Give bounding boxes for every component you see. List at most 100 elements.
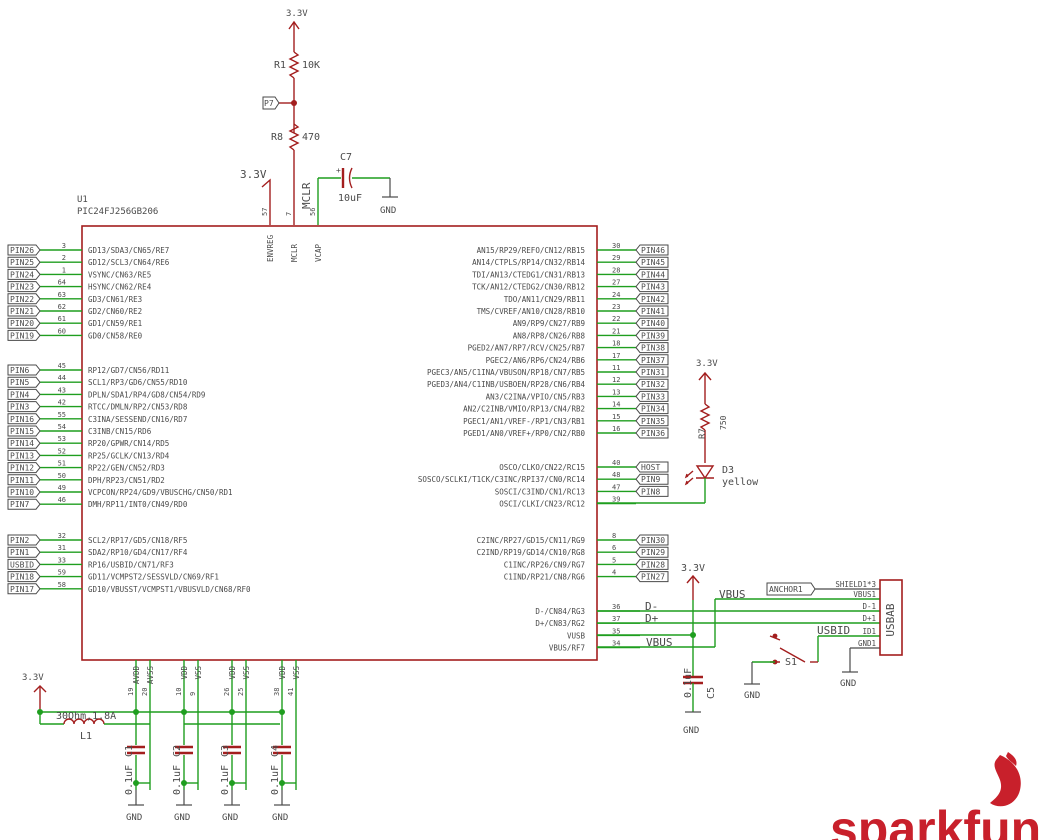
right-pin-name: PGEC2/AN6/RP6/CN24/RB6 <box>486 356 586 365</box>
sparkfun-logo: sparkfun <box>830 752 1041 840</box>
top-pin-name: MCLR <box>290 243 299 262</box>
left-net-label: PIN12 <box>10 464 34 473</box>
bottom-pin-name: VDD <box>228 666 237 680</box>
usbab-pin-label: VBUS1 <box>853 590 876 599</box>
left-net-label: PIN21 <box>10 307 34 316</box>
left-pin-name: VCPCON/RP24/GD9/VBUSCHG/CN50/RD1 <box>88 488 233 497</box>
right-pin-number: 40 <box>612 459 620 467</box>
right-pin-number: 23 <box>612 303 620 311</box>
right-pin-name: AN3/C2INA/VPIO/CN5/RB3 <box>486 392 585 401</box>
left-pin-number: 52 <box>58 447 66 455</box>
right-pin-number: 13 <box>612 388 620 396</box>
left-net-label-box <box>7 281 41 293</box>
left-pin-name: RP20/GPWR/CN14/RD5 <box>88 439 169 448</box>
left-net-label-box <box>7 534 41 546</box>
bottom-pin-name: AVDD <box>132 666 141 685</box>
left-pin-name: DPLN/SDA1/RP4/GD8/CN54/RD9 <box>88 390 205 399</box>
left-pin-number: 33 <box>58 556 66 564</box>
left-net-label: PIN5 <box>10 378 29 387</box>
led-circuit: 3.3V R7 750 D3 yellow <box>597 359 759 504</box>
top-circuit: 3.3V R1 10K P7 R8 470 GND C7 10uF + 3.3V… <box>240 9 398 225</box>
left-net-label: PIN1 <box>10 548 29 557</box>
left-net-label: PIN15 <box>10 427 34 436</box>
left-pin-name: DPH/RP23/CN51/RD2 <box>88 476 165 485</box>
bottom-pin-number: 41 <box>287 688 295 696</box>
right-pin-number: 29 <box>612 254 620 262</box>
right-pin-name: PGED2/AN7/RP7/RCV/CN25/RB7 <box>468 344 585 353</box>
right-pin-number: 28 <box>612 266 620 274</box>
right-net-label: PIN39 <box>641 331 665 340</box>
right-net-label: PIN37 <box>641 356 665 365</box>
right-net-label-box <box>635 281 669 293</box>
r1-resistor <box>288 51 300 79</box>
left-net-label-box <box>7 462 41 474</box>
left-pin-number: 31 <box>58 544 66 552</box>
right-net-label: PIN9 <box>641 475 660 484</box>
left-pin-name: GD10/VBUSST/VCMPST1/VBUSVLD/CN68/RF0 <box>88 585 251 594</box>
left-net-label-box <box>7 425 41 437</box>
top-pin-number: 56 <box>309 208 317 216</box>
usb-circuit: 3.3V GND 0.1uF C5 VBUS D- D+ VBUS ANCHOR… <box>597 563 903 736</box>
left-pin-name: SCL2/RP17/GD5/CN18/RF5 <box>88 536 187 545</box>
left-net-label-box <box>7 498 41 510</box>
p7-net-text: P7 <box>264 99 274 108</box>
right-pin-number: 21 <box>612 327 620 335</box>
right-net-label-box <box>635 571 669 583</box>
right-net-label-box <box>635 366 669 378</box>
right-net-label-box <box>635 293 669 305</box>
top-pin-number: 57 <box>261 208 269 216</box>
r1-ref: R1 <box>274 60 286 71</box>
right-pin-name: TMS/CVREF/AN10/CN28/RB10 <box>477 307 586 316</box>
l1-value: 30Ohm,1.8A <box>56 711 116 722</box>
right-net-label: PIN8 <box>641 487 660 496</box>
cap-ref: C2 <box>172 745 183 757</box>
bottom-pin-number: 20 <box>141 688 149 696</box>
r8-ref: R8 <box>271 132 283 143</box>
left-net-label: PIN14 <box>10 439 34 448</box>
right-pin-number: 34 <box>612 640 620 648</box>
right-pin-name: TDO/AN11/CN29/RB11 <box>504 295 585 304</box>
right-pin-name: AN2/C2INB/VMIO/RP13/CN4/RB2 <box>463 405 585 414</box>
left-pin-name: GD13/SDA3/CN65/RE7 <box>88 246 169 255</box>
right-pin-number: 12 <box>612 376 620 384</box>
left-net-label: PIN4 <box>10 390 29 399</box>
left-pin-number: 62 <box>58 303 66 311</box>
cap-value: 0.1uF <box>124 765 135 795</box>
right-net-label: PIN32 <box>641 380 665 389</box>
right-pin-name: AN15/RP29/REFO/CN12/RB15 <box>477 246 585 255</box>
left-net-label-box <box>7 474 41 486</box>
bottom-pin-number: 25 <box>237 688 245 696</box>
bottom-pin-name: AVSS <box>146 666 155 685</box>
left-net-label: PIN19 <box>10 331 34 340</box>
right-net-label-box <box>635 558 669 570</box>
left-pin-name: GD0/CN58/RE0 <box>88 331 143 340</box>
right-pin-name: C1INC/RP26/CN9/RG7 <box>504 560 585 569</box>
right-pin-number: 16 <box>612 425 620 433</box>
left-net-label-box <box>7 413 41 425</box>
right-net-label-box <box>635 485 669 497</box>
bottom-pin-number: 38 <box>273 688 281 696</box>
p7-net-label <box>262 96 280 110</box>
r8-resistor <box>288 123 300 151</box>
right-net-label: PIN34 <box>641 405 665 414</box>
bottom-pin-name: VDD <box>180 666 189 680</box>
right-net-label-box <box>635 256 669 268</box>
left-net-label-box <box>7 293 41 305</box>
s1-ground-label: GND <box>744 691 760 701</box>
left-net-label: PIN23 <box>10 283 34 292</box>
right-pin-number: 14 <box>612 401 620 409</box>
right-pin-name: SOSCO/SCLKI/T1CK/C3INC/RPI37/CN0/RC14 <box>418 475 586 484</box>
left-pin-name: RP16/USBID/CN71/RF3 <box>88 560 174 569</box>
conn-ground-label: GND <box>840 679 856 689</box>
net-vbus-label: VBUS <box>719 588 746 601</box>
right-pin-number: 5 <box>612 556 616 564</box>
r7-value: 750 <box>719 415 728 430</box>
right-net-label: PIN38 <box>641 344 665 353</box>
c7-ref: C7 <box>340 152 352 163</box>
usbab-connector <box>879 579 903 656</box>
right-pin-number: 37 <box>612 615 620 623</box>
net-usbid-label: USBID <box>817 624 850 637</box>
right-net-label-box <box>635 329 669 341</box>
